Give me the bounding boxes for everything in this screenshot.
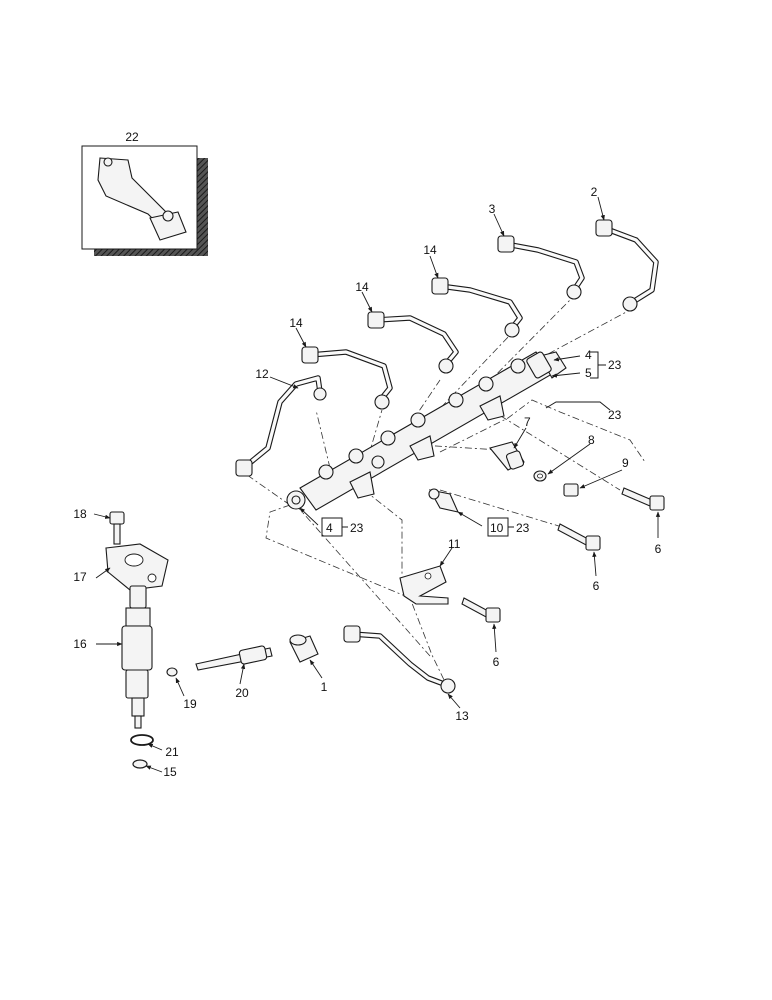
callout-23-upper: 23 [608,358,622,372]
callout-2: 2 [591,185,598,199]
callout-7: 7 [524,415,531,429]
callout-8: 8 [588,433,595,447]
callout-10: 10 [490,521,504,535]
callout-13: 13 [455,709,469,723]
callout-1: 1 [321,680,328,694]
callout-9: 9 [622,456,629,470]
callout-22: 22 [125,130,139,144]
callout-6-right: 6 [655,542,662,556]
callout-21: 15 [163,765,177,779]
callout-23-lower: 23 [350,521,364,535]
callout-6-low: 6 [493,655,500,669]
rail-components [399,351,579,605]
callout-23-mid: 23 [516,521,530,535]
callout-23-right: 23 [608,408,622,422]
callout-20: 21 [165,745,179,759]
callout-11: 11 [448,537,461,551]
callout-19: 20 [235,686,249,700]
fuel-lines [243,225,659,687]
callout-5: 5 [585,366,592,380]
callout-18: 19 [183,697,197,711]
leader-lines [93,196,661,773]
group-brackets [321,351,611,537]
callout-17: 18 [73,507,87,521]
callout-4-upper: 4 [585,348,592,362]
fuel-rail [286,351,567,511]
callout-14-mid: 14 [355,280,369,294]
callout-16: 17 [73,570,87,584]
line-fittings [235,219,638,694]
callout-6-mid: 6 [593,579,600,593]
injector-assembly [105,511,319,769]
callout-labels: 22 2 3 14 14 14 12 4 5 23 23 7 8 9 4 23 … [73,130,661,779]
bolts-6 [461,487,665,623]
callout-14-low: 14 [289,316,303,330]
callout-15: 16 [73,637,87,651]
callout-12: 12 [255,367,269,381]
callout-3: 3 [489,202,496,216]
callout-14-top: 14 [423,243,437,257]
callout-4-lower: 4 [326,521,333,535]
inset-bracket-22 [81,145,208,256]
